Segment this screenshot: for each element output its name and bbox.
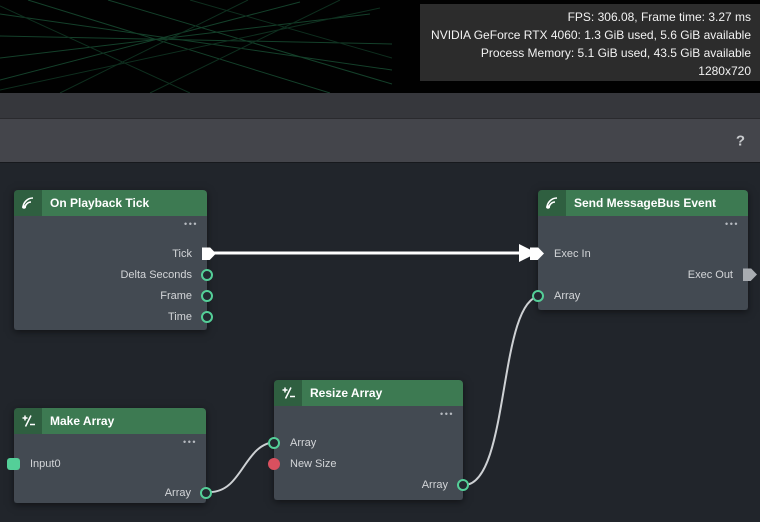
pin-label: Time	[167, 310, 192, 323]
pin-label: Input0	[30, 457, 61, 470]
wireless-event-icon	[538, 190, 566, 216]
pin-row-time: Time	[14, 306, 213, 327]
data-input-pin-number[interactable]	[268, 457, 280, 470]
pin-row-array: Array	[532, 285, 748, 306]
pin-row-array-out: Array	[14, 482, 212, 503]
node-title: Resize Array	[310, 386, 383, 400]
exec-input-pin[interactable]	[530, 247, 544, 260]
node-body: ••• Tick Delta Seconds Frame Time	[14, 216, 216, 330]
node-on-playback-tick[interactable]: On Playback Tick ••• Tick Delta Seconds …	[14, 190, 216, 330]
node-header[interactable]: On Playback Tick	[14, 190, 207, 216]
node-send-messagebus-event[interactable]: Send MessageBus Event ••• Exec In Exec O…	[530, 190, 757, 310]
stats-line-fps: FPS: 306.08, Frame time: 3.27 ms	[567, 10, 751, 24]
pin-label: New Size	[290, 457, 337, 470]
node-menu-dots[interactable]: •••	[440, 409, 454, 419]
pin-row-array-out: Array	[274, 474, 469, 495]
viewport-wireframe	[0, 0, 393, 93]
pin-row-input0: Input0	[7, 453, 206, 474]
data-output-pin[interactable]	[201, 268, 213, 281]
stats-line-gpu: NVIDIA GeForce RTX 4060: 1.3 GiB used, 5…	[431, 28, 751, 42]
data-input-pin[interactable]	[268, 436, 280, 449]
node-body: ••• Input0 Array	[7, 434, 212, 503]
node-body: ••• Exec In Exec Out Array	[530, 216, 757, 310]
data-output-pin[interactable]	[201, 310, 213, 323]
data-input-pin[interactable]	[7, 457, 20, 470]
pin-row-exec-in: Exec In	[530, 243, 748, 264]
pin-label: Tick	[172, 247, 192, 260]
editor-window-bar	[0, 93, 760, 119]
pin-row-delta-seconds: Delta Seconds	[14, 264, 213, 285]
pin-row-exec-out: Exec Out	[538, 264, 757, 285]
node-title: Send MessageBus Event	[574, 196, 717, 210]
pin-label: Exec In	[554, 247, 591, 260]
node-body: ••• Array New Size Array	[268, 406, 469, 500]
node-make-array[interactable]: Make Array ••• Input0 Array	[7, 408, 212, 503]
node-header[interactable]: Make Array	[14, 408, 206, 434]
node-menu-dots[interactable]: •••	[184, 219, 198, 229]
stats-line-resolution: 1280x720	[698, 64, 751, 78]
pin-row-frame: Frame	[14, 285, 213, 306]
exec-output-pin[interactable]	[202, 247, 216, 260]
data-output-pin[interactable]	[457, 478, 469, 491]
pin-label: Array	[421, 478, 448, 491]
node-header[interactable]: Send MessageBus Event	[538, 190, 748, 216]
data-output-pin[interactable]	[200, 486, 212, 499]
node-header[interactable]: Resize Array	[274, 380, 463, 406]
graph-toolbar: ?	[0, 119, 760, 163]
help-button[interactable]: ?	[735, 132, 745, 149]
pin-row-new-size: New Size	[268, 453, 463, 474]
debug-stats-overlay: FPS: 306.08, Frame time: 3.27 ms NVIDIA …	[420, 4, 760, 81]
node-title: On Playback Tick	[50, 196, 150, 210]
pin-label: Delta Seconds	[120, 268, 192, 281]
node-title: Make Array	[50, 414, 115, 428]
plus-minus-icon	[14, 408, 42, 434]
pin-label: Exec Out	[687, 268, 733, 281]
pin-label: Array	[164, 486, 191, 499]
pin-label: Array	[554, 289, 581, 302]
plus-minus-icon	[274, 380, 302, 406]
node-resize-array[interactable]: Resize Array ••• Array New Size Array	[268, 380, 469, 500]
pin-row-array-in: Array	[268, 432, 463, 453]
data-output-pin[interactable]	[201, 289, 213, 302]
node-menu-dots[interactable]: •••	[725, 219, 739, 229]
node-menu-dots[interactable]: •••	[183, 437, 197, 447]
pin-label: Array	[290, 436, 317, 449]
node-body-spacer	[14, 474, 206, 482]
wireless-event-icon	[14, 190, 42, 216]
viewport-strip: FPS: 306.08, Frame time: 3.27 ms NVIDIA …	[0, 0, 760, 93]
data-input-pin[interactable]	[532, 289, 544, 302]
exec-output-pin[interactable]	[743, 268, 757, 281]
pin-row-tick: Tick	[14, 243, 216, 264]
pin-label: Frame	[160, 289, 192, 302]
stats-line-memory: Process Memory: 5.1 GiB used, 43.5 GiB a…	[480, 46, 751, 60]
